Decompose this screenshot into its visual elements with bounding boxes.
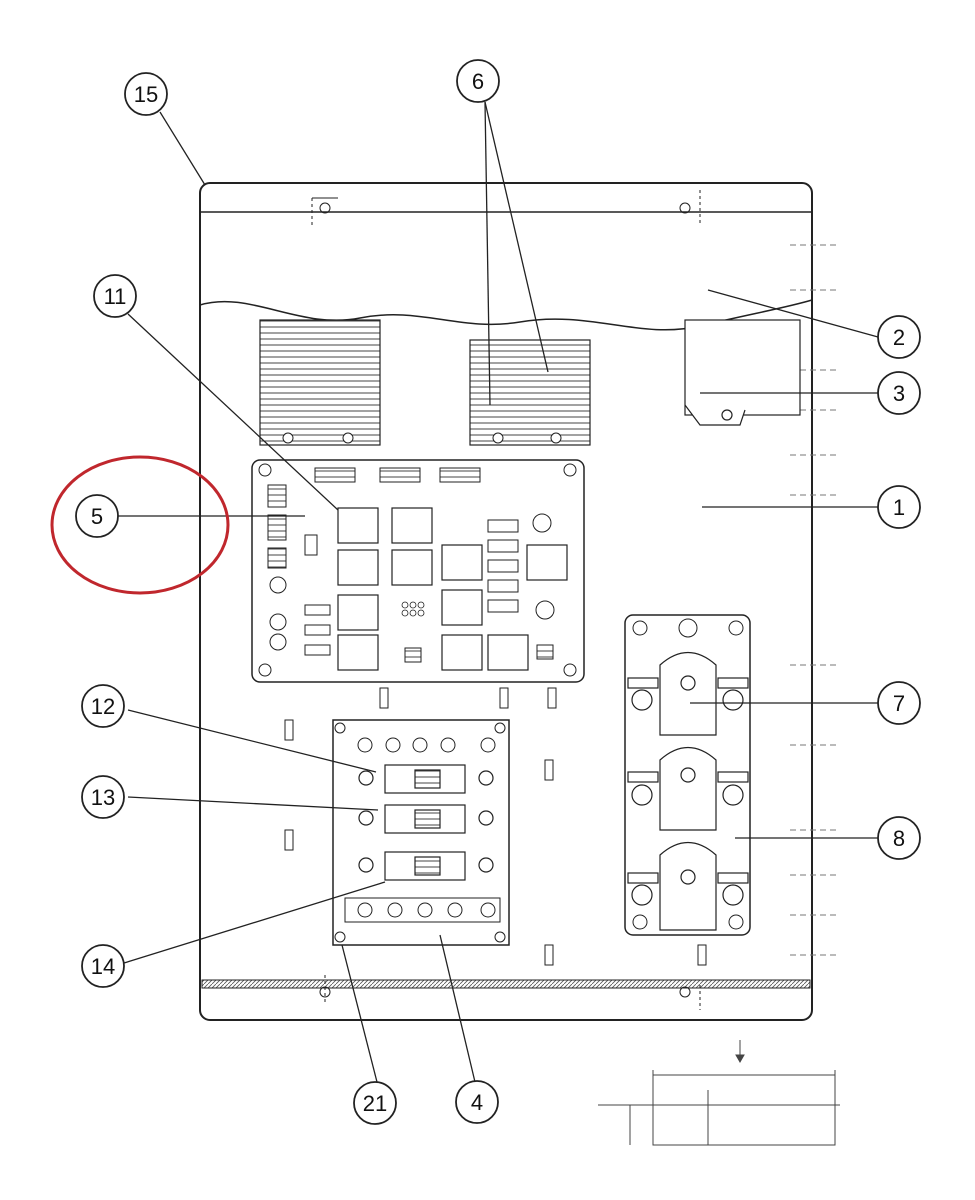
svg-text:7: 7 — [893, 691, 905, 716]
svg-text:6: 6 — [472, 69, 484, 94]
svg-text:1: 1 — [893, 495, 905, 520]
breaker-panel — [332, 719, 510, 946]
screw-icon — [311, 190, 701, 1010]
callout-21: 21 — [353, 1081, 397, 1125]
callout-8: 8 — [877, 816, 921, 860]
edge-ticks — [790, 244, 840, 956]
callout-14: 14 — [81, 944, 125, 988]
svg-text:21: 21 — [363, 1091, 387, 1116]
bottom-flange — [201, 979, 811, 989]
svg-text:14: 14 — [91, 954, 115, 979]
callout-1: 1 — [877, 485, 921, 529]
callout-6: 6 — [456, 59, 500, 103]
dimension-inset — [598, 1040, 840, 1146]
contactor-icon — [627, 652, 749, 931]
leader-lines — [118, 101, 879, 1083]
board-pin-cluster — [401, 601, 425, 617]
breaker-icon — [358, 764, 494, 881]
svg-text:2: 2 — [893, 325, 905, 350]
relay-icon — [337, 507, 568, 671]
terminal-icon — [357, 737, 496, 753]
callout-4: 4 — [455, 1080, 499, 1124]
bracket-part — [684, 319, 801, 426]
enclosure — [199, 182, 840, 1021]
svg-text:5: 5 — [91, 504, 103, 529]
control-board — [251, 459, 585, 683]
callout-11: 11 — [93, 274, 137, 318]
svg-text:11: 11 — [104, 284, 127, 309]
highlight-ring — [50, 455, 230, 595]
heatsink-icon — [259, 319, 591, 446]
callout-15: 15 — [124, 72, 168, 116]
svg-text:3: 3 — [893, 381, 905, 406]
svg-text:15: 15 — [134, 82, 158, 107]
callouts: 15 6 11 2 3 5 1 12 — [75, 59, 921, 1125]
callout-3: 3 — [877, 371, 921, 415]
callout-7: 7 — [877, 681, 921, 725]
callout-5: 5 — [75, 494, 119, 538]
callout-12: 12 — [81, 684, 125, 728]
svg-text:12: 12 — [91, 694, 115, 719]
callout-2: 2 — [877, 315, 921, 359]
svg-text:8: 8 — [893, 826, 905, 851]
callout-13: 13 — [81, 775, 125, 819]
terminal-icon — [344, 897, 501, 923]
contactor-panel — [624, 614, 751, 936]
svg-text:4: 4 — [471, 1090, 483, 1115]
svg-text:13: 13 — [91, 785, 115, 810]
enclosure-outline — [199, 182, 813, 1021]
standoffs — [284, 687, 707, 966]
